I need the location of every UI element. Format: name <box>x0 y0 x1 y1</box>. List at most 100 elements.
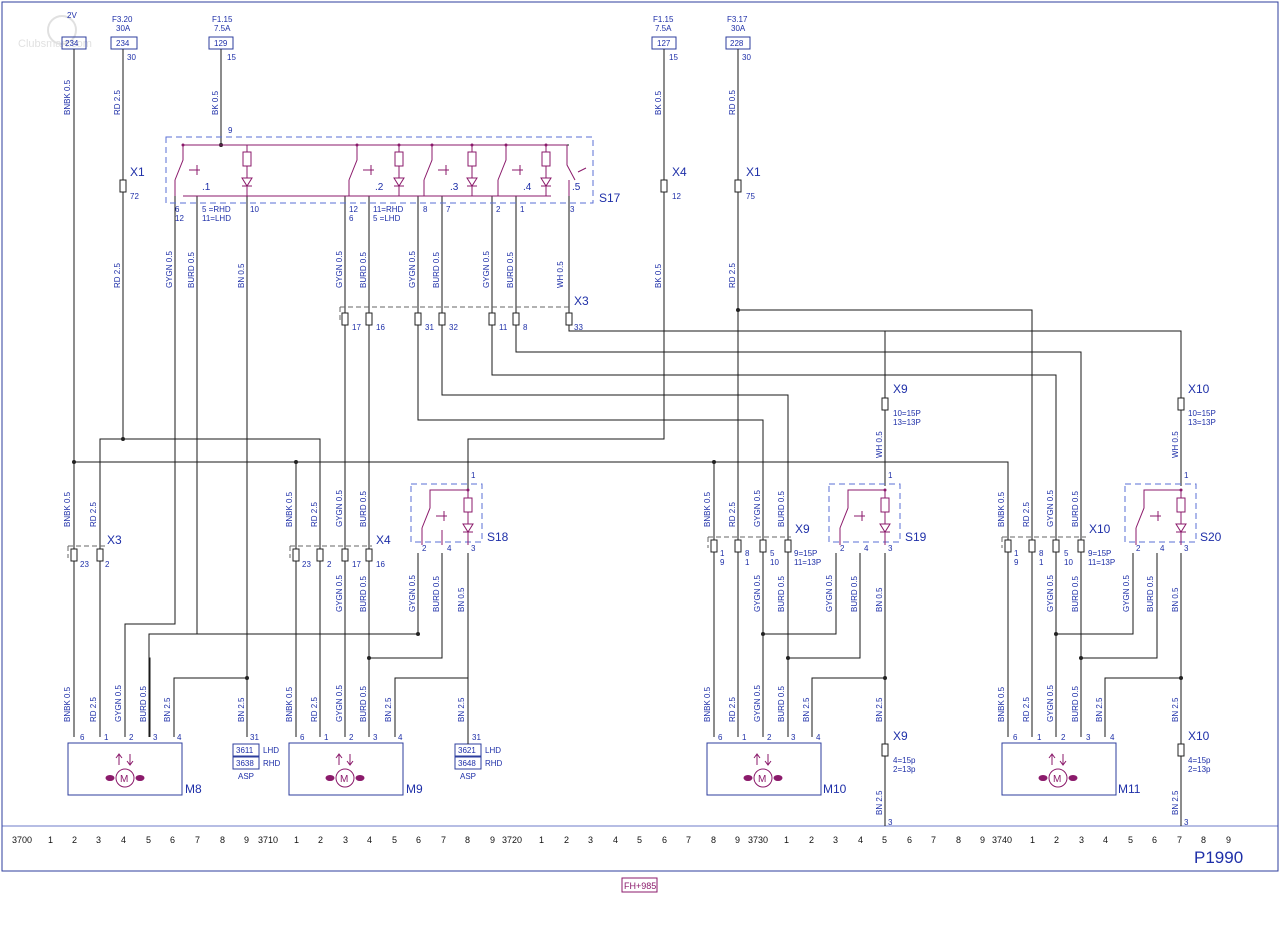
footer-reference[interactable]: FH+985 <box>621 877 658 893</box>
wire-label: BNBK 0.5 <box>63 491 72 527</box>
column-number: 7 <box>686 835 691 845</box>
s17-pin: 2 <box>496 205 501 214</box>
column-number: 3 <box>588 835 593 845</box>
wire-label: BN 2.5 <box>237 697 246 722</box>
wire-label: BN 0.5 <box>457 587 466 612</box>
motor-pin: 6 <box>1013 733 1018 742</box>
motor-m10: M10 6 1 2 3 4 M <box>706 733 847 796</box>
wire-label: RD 2.5 <box>310 502 319 527</box>
s17-pin: 10 <box>250 205 259 214</box>
column-number: 3 <box>833 835 838 845</box>
wire-label: BURD 0.5 <box>187 251 196 288</box>
x9-mid-label: X9 <box>795 522 810 536</box>
wire-label: BN 2.5 <box>875 790 884 815</box>
x4-pin: 12 <box>672 192 681 201</box>
column-number: 4 <box>121 835 126 845</box>
fuse-box-number: 127 <box>657 39 671 48</box>
ref-text: LHD <box>263 746 279 755</box>
connector-x3-mid: X3 23 2 <box>67 533 122 569</box>
fuse-name: 2V <box>67 11 77 20</box>
motor-pin: 1 <box>1037 733 1042 742</box>
s17-pin: 6 <box>175 205 180 214</box>
wire-label: RD 2.5 <box>310 697 319 722</box>
x3-pin: 8 <box>523 323 528 332</box>
fuse-name: F3.17 <box>727 15 748 24</box>
motor-pin: 3 <box>791 733 796 742</box>
connector-x1-left: X1 72 <box>119 165 145 201</box>
wire-label: RD 2.5 <box>1022 502 1031 527</box>
s17-pin: 1 <box>520 205 525 214</box>
s19-pin: 1 <box>888 471 893 480</box>
column-number: 5 <box>1128 835 1133 845</box>
fuse-rating: 7.5A <box>214 24 231 33</box>
s19-label: S19 <box>905 530 927 544</box>
fuse-box-number: 129 <box>214 39 228 48</box>
motor-m9: M9 6 1 2 3 4 M <box>288 733 423 796</box>
fuse-f3-17: F3.17 30A 228 30 <box>725 15 751 62</box>
wire-label: GYGN 0.5 <box>335 490 344 527</box>
motor-m11: M11 6 1 2 3 4 M <box>1001 733 1141 796</box>
x3-label: X3 <box>574 294 589 308</box>
switch-s19: S19 1 2 4 3 <box>828 471 927 553</box>
wire-label: GYGN 0.5 <box>753 490 762 527</box>
x10-mid-pin: 1 <box>1039 558 1044 567</box>
column-number: 9 <box>980 835 985 845</box>
x10-gnd-pin: 3 <box>1184 818 1189 827</box>
x1-pin: 75 <box>746 192 755 201</box>
column-number: 2 <box>318 835 323 845</box>
s17-pin: 3 <box>570 205 575 214</box>
wire-label: RD 2.5 <box>89 697 98 722</box>
column-number: 1 <box>294 835 299 845</box>
wire-label: GYGN 0.5 <box>753 575 762 612</box>
s17-pin: 7 <box>446 205 451 214</box>
column-number: 6 <box>907 835 912 845</box>
wire-label: GYGN 0.5 <box>482 251 491 288</box>
motor-letter: M <box>1053 774 1061 785</box>
column-number: 5 <box>392 835 397 845</box>
x9-note: 10=15P <box>893 409 921 418</box>
x3-pin: 16 <box>376 323 385 332</box>
m11-label: M11 <box>1118 782 1141 796</box>
connector-x10-mid: X10 1 9 8 1 5 10 9=15P 11=13P <box>1001 522 1115 567</box>
wire-label: BNBK 0.5 <box>285 491 294 527</box>
fuse-name: F1.15 <box>212 15 233 24</box>
x9-mid-pin: 1 <box>720 549 725 558</box>
s17-pin: 11=LHD <box>202 214 231 223</box>
fuse-box-number: 234 <box>116 39 130 48</box>
x9-mid-pin: 1 <box>745 558 750 567</box>
column-number: 9 <box>490 835 495 845</box>
motor-pin: 2 <box>349 733 354 742</box>
column-number: 7 <box>195 835 200 845</box>
motor-pin: 2 <box>767 733 772 742</box>
m8-label: M8 <box>185 782 202 796</box>
column-number: 5 <box>146 835 151 845</box>
x3-mid-pin: 23 <box>80 560 89 569</box>
column-number: 9 <box>735 835 740 845</box>
column-number: 2 <box>72 835 77 845</box>
x3-pin: 17 <box>352 323 361 332</box>
column-number: 7 <box>441 835 446 845</box>
motor-pin: 4 <box>1110 733 1115 742</box>
motor-pin: 6 <box>80 733 85 742</box>
s20-pin: 4 <box>1160 544 1165 553</box>
wire-label: GYGN 0.5 <box>165 251 174 288</box>
footer-reference-text: FH+985 <box>624 881 656 891</box>
fuse-pin: 15 <box>227 53 236 62</box>
connector-x4-mid: X4 23 2 17 16 <box>289 533 391 569</box>
wire-label: RD 2.5 <box>89 502 98 527</box>
section-label: 3730 <box>748 835 768 845</box>
fuse-box-number: 228 <box>730 39 744 48</box>
wire-label: GYGN 0.5 <box>335 251 344 288</box>
wire-label: BNBK 0.5 <box>997 491 1006 527</box>
motor-pin: 4 <box>816 733 821 742</box>
section-label: 3740 <box>992 835 1012 845</box>
connector-x10-top: X10 10=15P 13=13P <box>1177 382 1216 427</box>
fuse-name: F3.20 <box>112 15 133 24</box>
wire-label: BK 0.5 <box>654 263 663 288</box>
wire-label: BURD 0.5 <box>1071 685 1080 722</box>
column-number: 8 <box>1201 835 1206 845</box>
s20-label: S20 <box>1200 530 1222 544</box>
x1-label: X1 <box>130 165 145 179</box>
x9-mid-pin: 10 <box>770 558 779 567</box>
